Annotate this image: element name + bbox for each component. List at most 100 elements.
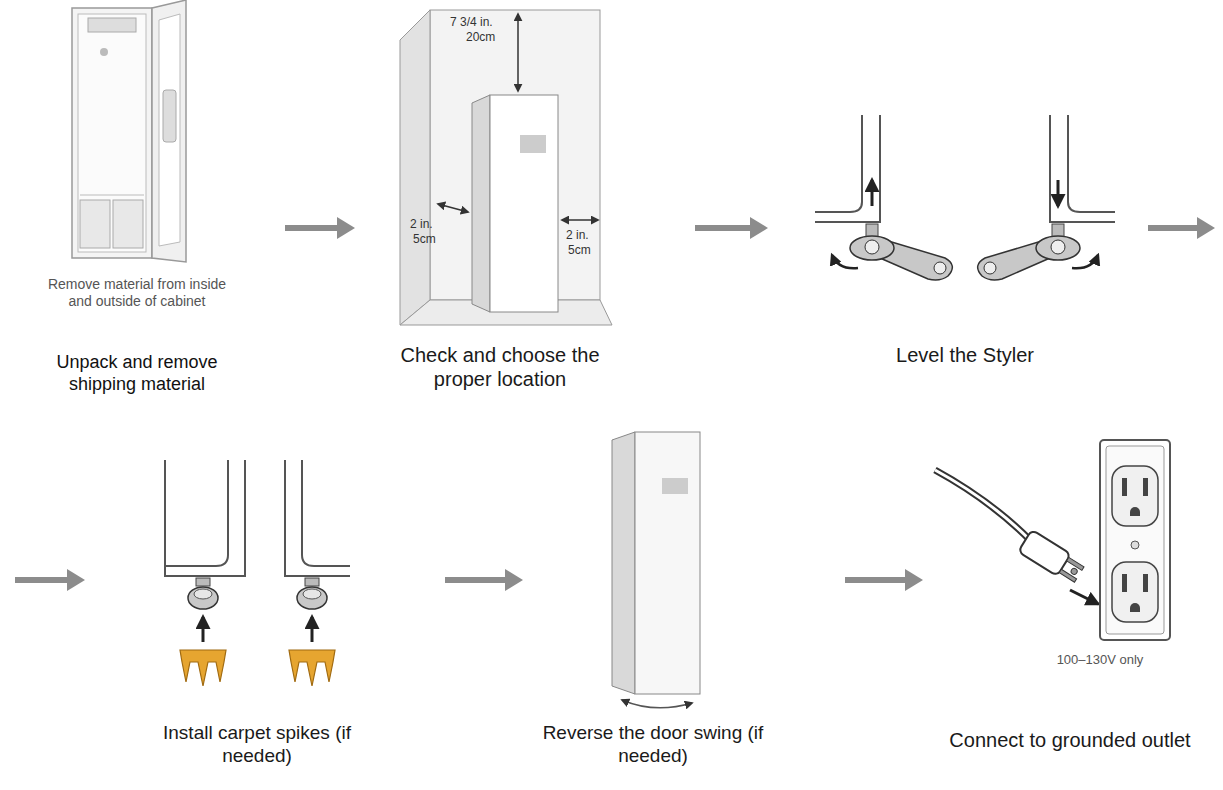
arrow-head xyxy=(905,569,923,591)
arrow-shaft xyxy=(15,577,69,583)
step-caption: Check and choose the proper location xyxy=(380,343,620,391)
dimension-label: 20cm xyxy=(466,31,495,44)
receptacle xyxy=(1112,562,1158,622)
arrow-shaft xyxy=(445,577,507,583)
cabinet-corner xyxy=(815,115,880,222)
note-text: 100–130V only xyxy=(1030,652,1170,668)
install-arrow xyxy=(202,617,205,642)
rotate-arrow xyxy=(1072,255,1098,268)
location-figure xyxy=(400,10,612,325)
cabinet-display xyxy=(662,478,688,494)
outlet-figure xyxy=(935,440,1170,640)
plug-body xyxy=(1018,530,1071,576)
door-panel xyxy=(159,14,180,246)
arrow-head xyxy=(337,217,355,239)
step-arrow xyxy=(445,569,523,591)
foot-pad xyxy=(188,587,218,609)
side-wall xyxy=(400,10,430,325)
top-fixture xyxy=(88,18,136,32)
cabinet-corner xyxy=(1050,115,1115,222)
cabinet-interior xyxy=(78,14,146,252)
step-caption: Connect to grounded outlet xyxy=(930,728,1210,752)
power-cord-highlight xyxy=(935,470,1030,540)
foot-pad xyxy=(297,587,327,609)
dimension-arrow xyxy=(438,204,468,212)
raise-arrow xyxy=(871,180,874,206)
drawer xyxy=(113,200,143,248)
arrow-head xyxy=(750,217,768,239)
carpet-spike xyxy=(180,650,226,686)
foot-pad-top xyxy=(303,589,321,599)
plug xyxy=(1018,530,1086,586)
foot-with-spike xyxy=(289,578,335,686)
cabinet-body xyxy=(72,8,152,258)
step-caption: Install carpet spikes (if needed) xyxy=(152,722,362,768)
plate-hole xyxy=(865,240,879,254)
hanger-knob xyxy=(100,48,108,56)
door-swing-figure xyxy=(612,432,700,708)
step-caption: Unpack and remove shipping material xyxy=(47,352,227,395)
rotate-arrow xyxy=(832,255,858,268)
foot-screw xyxy=(305,578,319,586)
power-cord xyxy=(935,470,1030,540)
arrow-shaft xyxy=(695,225,752,231)
plate-hole xyxy=(1051,240,1065,254)
plate-screw xyxy=(1131,541,1139,549)
step-arrow xyxy=(15,217,1215,591)
arrow-head xyxy=(505,569,523,591)
dimension-label: 5cm xyxy=(568,244,591,257)
step-panel: Install carpet spikes (if needed) xyxy=(85,440,445,785)
styler-display xyxy=(520,135,546,153)
cabinet-front xyxy=(635,432,700,694)
cabinet-corner xyxy=(285,460,350,576)
styler-side xyxy=(472,95,490,312)
receptacle-slot xyxy=(1122,478,1127,496)
door-window xyxy=(163,90,176,142)
step-panel: Reverse the door swing (if needed) xyxy=(523,420,845,785)
leveling-foot-figure xyxy=(978,115,1115,280)
arrow-head xyxy=(67,569,85,591)
arrow-shaft xyxy=(1148,225,1199,231)
step-panel: Level the Styler xyxy=(768,0,1148,400)
dimension-arrow xyxy=(562,219,598,221)
cabinet-corner xyxy=(165,460,245,576)
cabinet-side xyxy=(612,432,635,694)
leveling-foot-figure xyxy=(815,115,952,280)
drawer xyxy=(80,200,110,248)
wall-plate-inner xyxy=(1106,446,1164,634)
carpet-spike xyxy=(289,650,335,686)
step-caption: Reverse the door swing (if needed) xyxy=(541,722,766,768)
receptacle-slot xyxy=(1143,574,1148,592)
styler-front xyxy=(490,95,558,312)
step-panel: 100–130V onlyConnect to grounded outlet xyxy=(923,420,1215,785)
dimension-label: 2 in. xyxy=(566,229,589,242)
step-arrow xyxy=(695,217,768,239)
arrow-head xyxy=(1197,217,1215,239)
arrow-shaft xyxy=(845,577,907,583)
note-text: Remove material from inside and outside … xyxy=(37,276,237,310)
plate-hole xyxy=(984,262,996,274)
cabinet-door xyxy=(152,0,186,262)
dimension-label: 5cm xyxy=(413,233,436,246)
dimension-label: 7 3/4 in. xyxy=(450,16,493,29)
step-panel: Check and choose the proper location xyxy=(355,0,695,400)
arrow-shaft xyxy=(285,225,339,231)
ground-hole xyxy=(1130,507,1140,516)
step-arrow xyxy=(845,569,923,591)
leveling-plate xyxy=(1036,236,1080,260)
install-arrow xyxy=(311,617,314,642)
receptacle-slot xyxy=(1143,478,1148,496)
dimension-arrow xyxy=(517,14,519,91)
leveling-plate xyxy=(850,236,894,260)
insert-arrow xyxy=(1070,590,1098,604)
carpet-spike-figure xyxy=(165,460,350,686)
open-cabinet-figure xyxy=(72,0,186,262)
shelf-line xyxy=(80,195,144,196)
foot-pad-top xyxy=(194,589,212,599)
wall-plate xyxy=(1100,440,1170,640)
ground-pin xyxy=(1070,567,1078,575)
